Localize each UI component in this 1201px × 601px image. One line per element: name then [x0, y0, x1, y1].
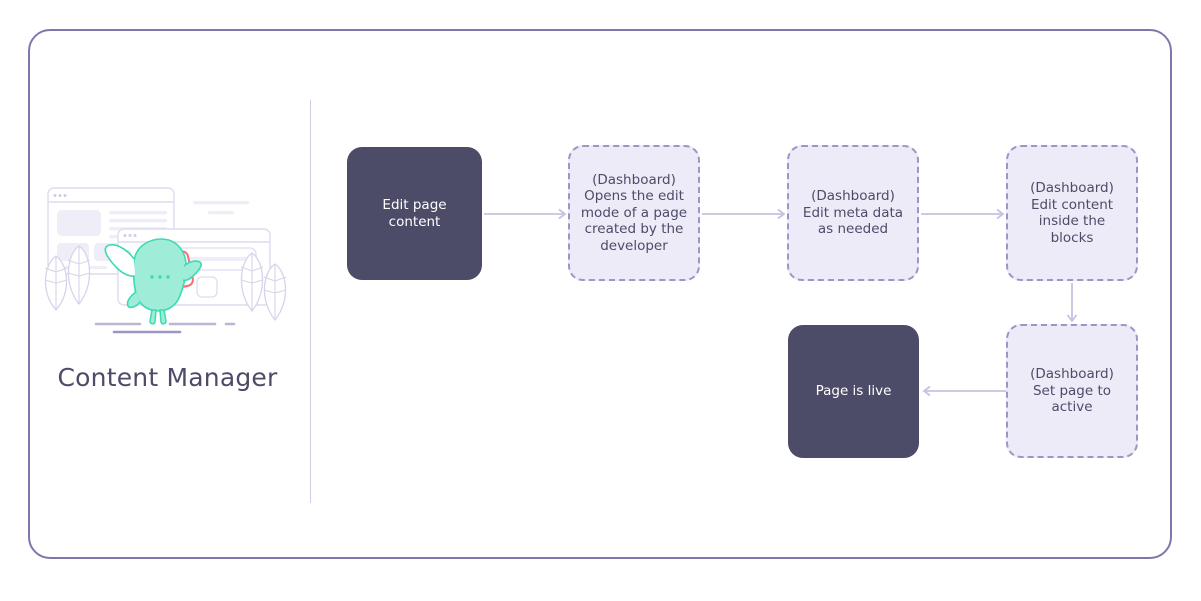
- flow-node-edit-page-content[interactable]: Edit page content: [347, 147, 482, 280]
- flow-node-edit-content-blocks[interactable]: (Dashboard) Edit content inside the bloc…: [1006, 145, 1138, 281]
- flow-node-label: (Dashboard) Edit content inside the bloc…: [1030, 180, 1114, 246]
- flow-node-edit-meta-data[interactable]: (Dashboard) Edit meta data as needed: [787, 145, 919, 281]
- vertical-divider: [310, 100, 311, 503]
- arrow-blocks-to-active: [1066, 283, 1078, 324]
- flow-node-label: (Dashboard) Set page to active: [1030, 366, 1114, 416]
- flow-node-set-page-active[interactable]: (Dashboard) Set page to active: [1006, 324, 1138, 458]
- flow-node-label: (Dashboard) Edit meta data as needed: [802, 188, 904, 238]
- arrow-meta-to-blocks: [921, 208, 1006, 220]
- arrow-active-to-live: [921, 385, 1006, 397]
- left-panel: Content Manager: [30, 180, 305, 410]
- flow-node-label: Page is live: [815, 383, 892, 400]
- arrow-edit-to-opens: [484, 208, 568, 220]
- flow-node-opens-edit-mode[interactable]: (Dashboard) Opens the edit mode of a pag…: [568, 145, 700, 281]
- flow-node-label: Edit page content: [382, 197, 447, 230]
- flow-node-page-is-live[interactable]: Page is live: [788, 325, 919, 458]
- arrow-opens-to-meta: [702, 208, 787, 220]
- page-title: Content Manager: [57, 363, 278, 392]
- content-manager-illustration: [30, 180, 305, 345]
- flow-node-label: (Dashboard) Opens the edit mode of a pag…: [580, 171, 688, 254]
